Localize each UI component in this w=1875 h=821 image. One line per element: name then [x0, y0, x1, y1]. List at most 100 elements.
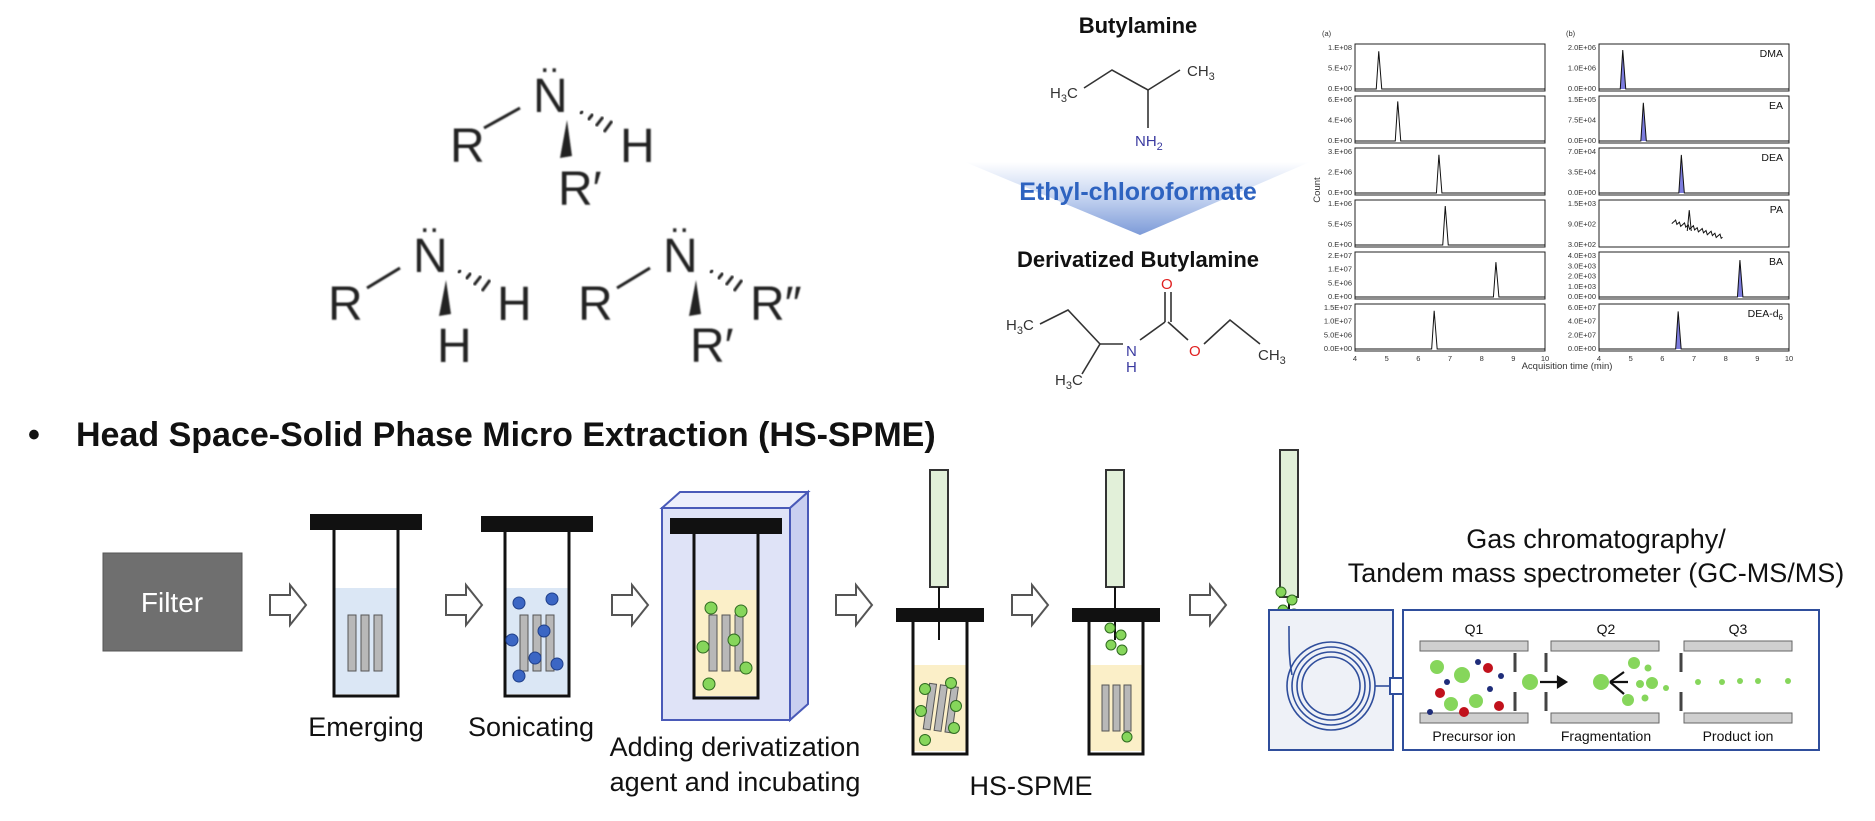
y-tick-label: 0.E+00	[1328, 292, 1352, 301]
chromatogram-peak	[1686, 210, 1692, 232]
y-tick-label: 2.0E+03	[1568, 272, 1596, 281]
fragmentation-arrows	[1540, 671, 1628, 695]
plot-frame	[1354, 199, 1546, 248]
ch3-end: CH3	[1258, 347, 1286, 367]
x-tick-label: 10	[1785, 354, 1793, 363]
y-tick-label: 2.E+07	[1328, 251, 1352, 260]
y-tick-label: 0.0E+00	[1568, 84, 1596, 93]
vial-sonicating	[481, 516, 593, 698]
n-c-bond	[1139, 321, 1166, 341]
x-tick-label: 7	[1448, 354, 1452, 363]
selected-ion	[1522, 674, 1538, 690]
chromatogram-trace	[1599, 154, 1789, 194]
atom-h-bottom: H	[437, 320, 472, 373]
incubator-top	[659, 491, 811, 509]
reactant-title: Butylamine	[1079, 13, 1198, 38]
flow-arrow	[1011, 582, 1050, 628]
gc-title-line1: Gas chromatography/	[1466, 524, 1726, 554]
bond	[483, 106, 521, 130]
precursor-ions	[1427, 659, 1504, 717]
spme-holder	[1105, 469, 1125, 588]
product-title: Derivatized Butylamine	[1017, 247, 1259, 272]
x-tick-label: 8	[1480, 354, 1484, 363]
vial-spme-loaded	[1072, 469, 1160, 756]
stage-label-precursor: Precursor ion	[1432, 728, 1515, 744]
vial-body	[332, 530, 400, 698]
y-tick-label: 0.E+00	[1328, 188, 1352, 197]
bullet: •	[28, 416, 40, 454]
green-particles	[696, 601, 753, 691]
amine-structures: N .. R H R′ N .. R H H	[328, 42, 802, 373]
chromatogram-row: 1.E+085.E+070.E+00	[1328, 43, 1546, 93]
vial-cap	[896, 608, 984, 622]
compound-label: DEA	[1761, 152, 1783, 164]
chromatogram-row: 3.E+062.E+060.E+00	[1328, 147, 1546, 197]
atom-n: N	[413, 230, 448, 283]
y-tick-label: 1.0E+06	[1568, 64, 1596, 73]
x-tick-label: 6	[1660, 354, 1664, 363]
x-tick-label: 4	[1597, 354, 1601, 363]
vial-body	[503, 532, 571, 698]
vial-body	[911, 622, 969, 756]
atom-r: R	[328, 278, 363, 331]
product-fragments	[1622, 657, 1669, 706]
step-label-emerging: Emerging	[308, 712, 424, 742]
y-tick-label: 1.E+07	[1328, 265, 1352, 274]
gc-oven	[1268, 609, 1394, 751]
chromatogram-trace	[1671, 219, 1723, 240]
q3-label: Q3	[1729, 621, 1748, 637]
vial-emerging	[310, 514, 422, 698]
vial-cap	[481, 516, 593, 532]
ethyl-chain	[1203, 318, 1261, 345]
x-tick-label: 5	[1385, 354, 1389, 363]
y-tick-label: 2.0E+06	[1568, 43, 1596, 52]
quadrupole-rods	[1419, 640, 1793, 724]
chromatogram-trace	[1599, 102, 1789, 142]
y-tick-label: 0.0E+00	[1568, 344, 1596, 353]
incubator-side	[789, 489, 809, 723]
flow-arrow	[835, 582, 874, 628]
compound-label: PA	[1770, 204, 1783, 216]
y-tick-label: 4.0E+03	[1568, 251, 1596, 260]
atom-r-double-prime: R″	[750, 278, 802, 331]
lone-pair: ..	[420, 202, 439, 240]
amine-tertiary: N .. R R″ R′	[578, 202, 802, 373]
reagent-arrow	[965, 162, 1310, 235]
x-tick-label: 9	[1755, 354, 1759, 363]
amine-primary: N .. R H H	[328, 202, 532, 373]
y-tick-label: 0.E+00	[1328, 136, 1352, 145]
gcms-instrument: Gas chromatography/ Tandem mass spectrom…	[1268, 449, 1845, 751]
step-label-sonicating: Sonicating	[468, 712, 594, 742]
x-tick-label: 10	[1541, 354, 1549, 363]
hash-bond	[578, 109, 614, 133]
y-tick-label: 5.E+05	[1328, 220, 1352, 229]
wedge-bond	[560, 120, 572, 158]
filter-label: Filter	[141, 587, 203, 618]
vial-cap	[310, 514, 422, 530]
step-label-adding-2: agent and incubating	[610, 767, 861, 797]
compound-label: EA	[1769, 100, 1783, 112]
plot-frame	[1354, 95, 1546, 144]
wedge-bond	[439, 280, 451, 316]
y-tick-label: 0.0E+00	[1568, 292, 1596, 301]
gc-title-line2: Tandem mass spectrometer (GC-MS/MS)	[1348, 558, 1845, 588]
spme-holder	[1279, 449, 1299, 598]
chromatogram-trace	[1599, 260, 1789, 298]
y-tick-label: 3.0E+02	[1568, 240, 1596, 249]
chromatogram-panel-a: (a)1.E+085.E+070.E+006.E+064.E+060.E+003…	[1312, 29, 1549, 363]
green-particles	[1104, 622, 1133, 743]
chromatogram-trace	[1355, 51, 1545, 90]
vial-spme-exposed	[896, 469, 984, 756]
plot-frame	[1354, 303, 1546, 352]
chromatogram-trace	[1599, 311, 1789, 350]
y-tick-label: 5.E+07	[1328, 64, 1352, 73]
product-ions	[1695, 678, 1791, 685]
x-axis-label: Acquisition time (min)	[1522, 361, 1613, 372]
x-tick-label: 4	[1353, 354, 1357, 363]
atom-n: N	[663, 230, 698, 283]
flow-arrow	[611, 582, 650, 628]
plot-frame	[1354, 43, 1546, 92]
